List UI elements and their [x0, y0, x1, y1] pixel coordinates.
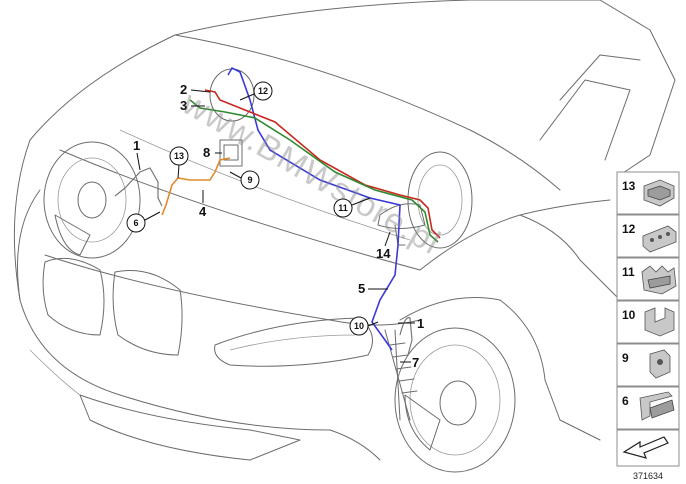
callout-11-circled: 11 [338, 203, 348, 213]
multi-clip-icon [641, 265, 677, 295]
callout-14: 14 [376, 246, 391, 261]
parts-strip: 13 12 11 [616, 171, 680, 481]
car-body-outline [13, 0, 676, 461]
callout-1-right: 1 [417, 316, 424, 331]
callout-12-circled: 12 [258, 86, 268, 96]
callouts: 1 2 3 4 8 14 5 1 7 12 13 9 [126, 81, 424, 370]
parts-item[interactable]: 12 [616, 214, 680, 258]
parts-item[interactable]: 6 [616, 386, 680, 430]
callout-6-circled: 6 [133, 218, 138, 228]
open-clip-icon [644, 307, 675, 337]
double-clip-icon [643, 179, 675, 207]
callout-13-circled: 13 [174, 151, 184, 161]
wire-red [204, 89, 441, 239]
wire-orange [161, 157, 231, 216]
parts-item[interactable]: 13 [616, 171, 680, 215]
callout-8: 8 [203, 145, 210, 160]
callout-7: 7 [412, 355, 419, 370]
parts-item-number: 11 [622, 265, 635, 279]
right-brake-disc [394, 327, 516, 473]
callout-2: 2 [180, 82, 187, 97]
callout-5: 5 [358, 281, 365, 296]
callout-4: 4 [199, 204, 207, 219]
parts-item[interactable]: 9 [616, 343, 680, 387]
parts-item-number: 6 [622, 394, 629, 408]
callout-3: 3 [180, 98, 187, 113]
parts-item[interactable] [616, 429, 680, 467]
callout-9-circled: 9 [247, 175, 252, 185]
callout-1-left: 1 [133, 138, 140, 153]
wire-green [189, 99, 439, 243]
parts-item-number: 13 [622, 179, 636, 193]
direction-arrow-icon [622, 436, 669, 459]
right-strut [384, 329, 418, 421]
bracket-clip-icon [639, 391, 675, 421]
callout-10-circled: 10 [354, 321, 364, 331]
grommet-icon [649, 349, 671, 379]
watermark: www.BMWstore.pl [175, 84, 447, 263]
parts-item-number: 9 [622, 351, 629, 365]
cable-holder-icon [642, 225, 677, 253]
parts-item[interactable]: 11 [616, 257, 680, 301]
document-number: 371634 [633, 471, 663, 481]
parts-item-number: 10 [622, 308, 636, 322]
parts-item[interactable]: 10 [616, 300, 680, 344]
parts-item-number: 12 [622, 222, 636, 236]
left-brake-disc [43, 141, 141, 259]
